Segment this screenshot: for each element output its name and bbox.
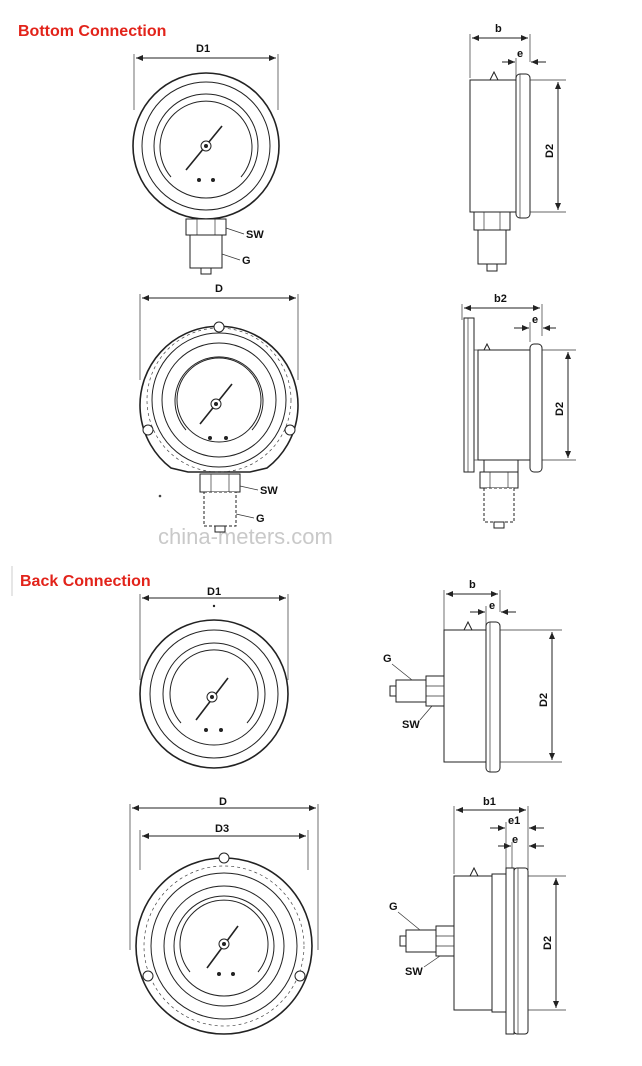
label-sw-2: SW (260, 485, 278, 497)
label-g-4: G (389, 901, 398, 913)
dim-label-d: D (215, 283, 223, 295)
dim-label-b: b (495, 23, 502, 35)
dim-label-d2: D2 (544, 144, 556, 158)
dim-label-b2: b2 (494, 293, 507, 305)
view-bottom-flange-front: D SW G (139, 283, 299, 533)
section-title-back-connection: Back Connection (20, 573, 151, 590)
section-title-bottom-connection: Bottom Connection (18, 23, 166, 40)
dim-label-e-2: e (532, 314, 538, 326)
dim-label-d3: D3 (215, 823, 229, 835)
dim-label-d2-4: D2 (542, 936, 554, 950)
dim-label-e-3: e (489, 600, 495, 612)
dim-label-e1: e1 (508, 815, 520, 827)
dim-label-b-2: b (469, 579, 476, 591)
dim-label-e: e (517, 48, 523, 60)
view-back-front: D1 (139, 586, 289, 769)
dim-label-d2-3: D2 (538, 693, 550, 707)
view-back-side: b e G SW D2 (383, 579, 562, 773)
label-g: G (242, 255, 251, 267)
dim-label-d1-2: D1 (207, 586, 221, 598)
label-sw-3: SW (402, 719, 420, 731)
view-bottom-front: D1 SW G (132, 43, 280, 275)
label-g-3: G (383, 653, 392, 665)
dim-label-e-4: e (512, 834, 518, 846)
view-bottom-flange-side: b2 e D2 (461, 293, 576, 529)
dim-label-b1: b1 (483, 796, 496, 808)
dim-label-d2-2: D2 (554, 402, 566, 416)
label-sw: SW (246, 229, 264, 241)
view-back-flange-side: b1 e1 e G SW D2 (389, 796, 566, 1035)
watermark-text: china-meters.com (158, 524, 333, 549)
label-g-2: G (256, 513, 265, 525)
label-sw-4: SW (405, 966, 423, 978)
dim-label-d1: D1 (196, 43, 210, 55)
view-bottom-side: b e D2 (469, 23, 566, 272)
view-back-flange-front: D D3 (129, 796, 319, 1035)
dim-label-d-2: D (219, 796, 227, 808)
